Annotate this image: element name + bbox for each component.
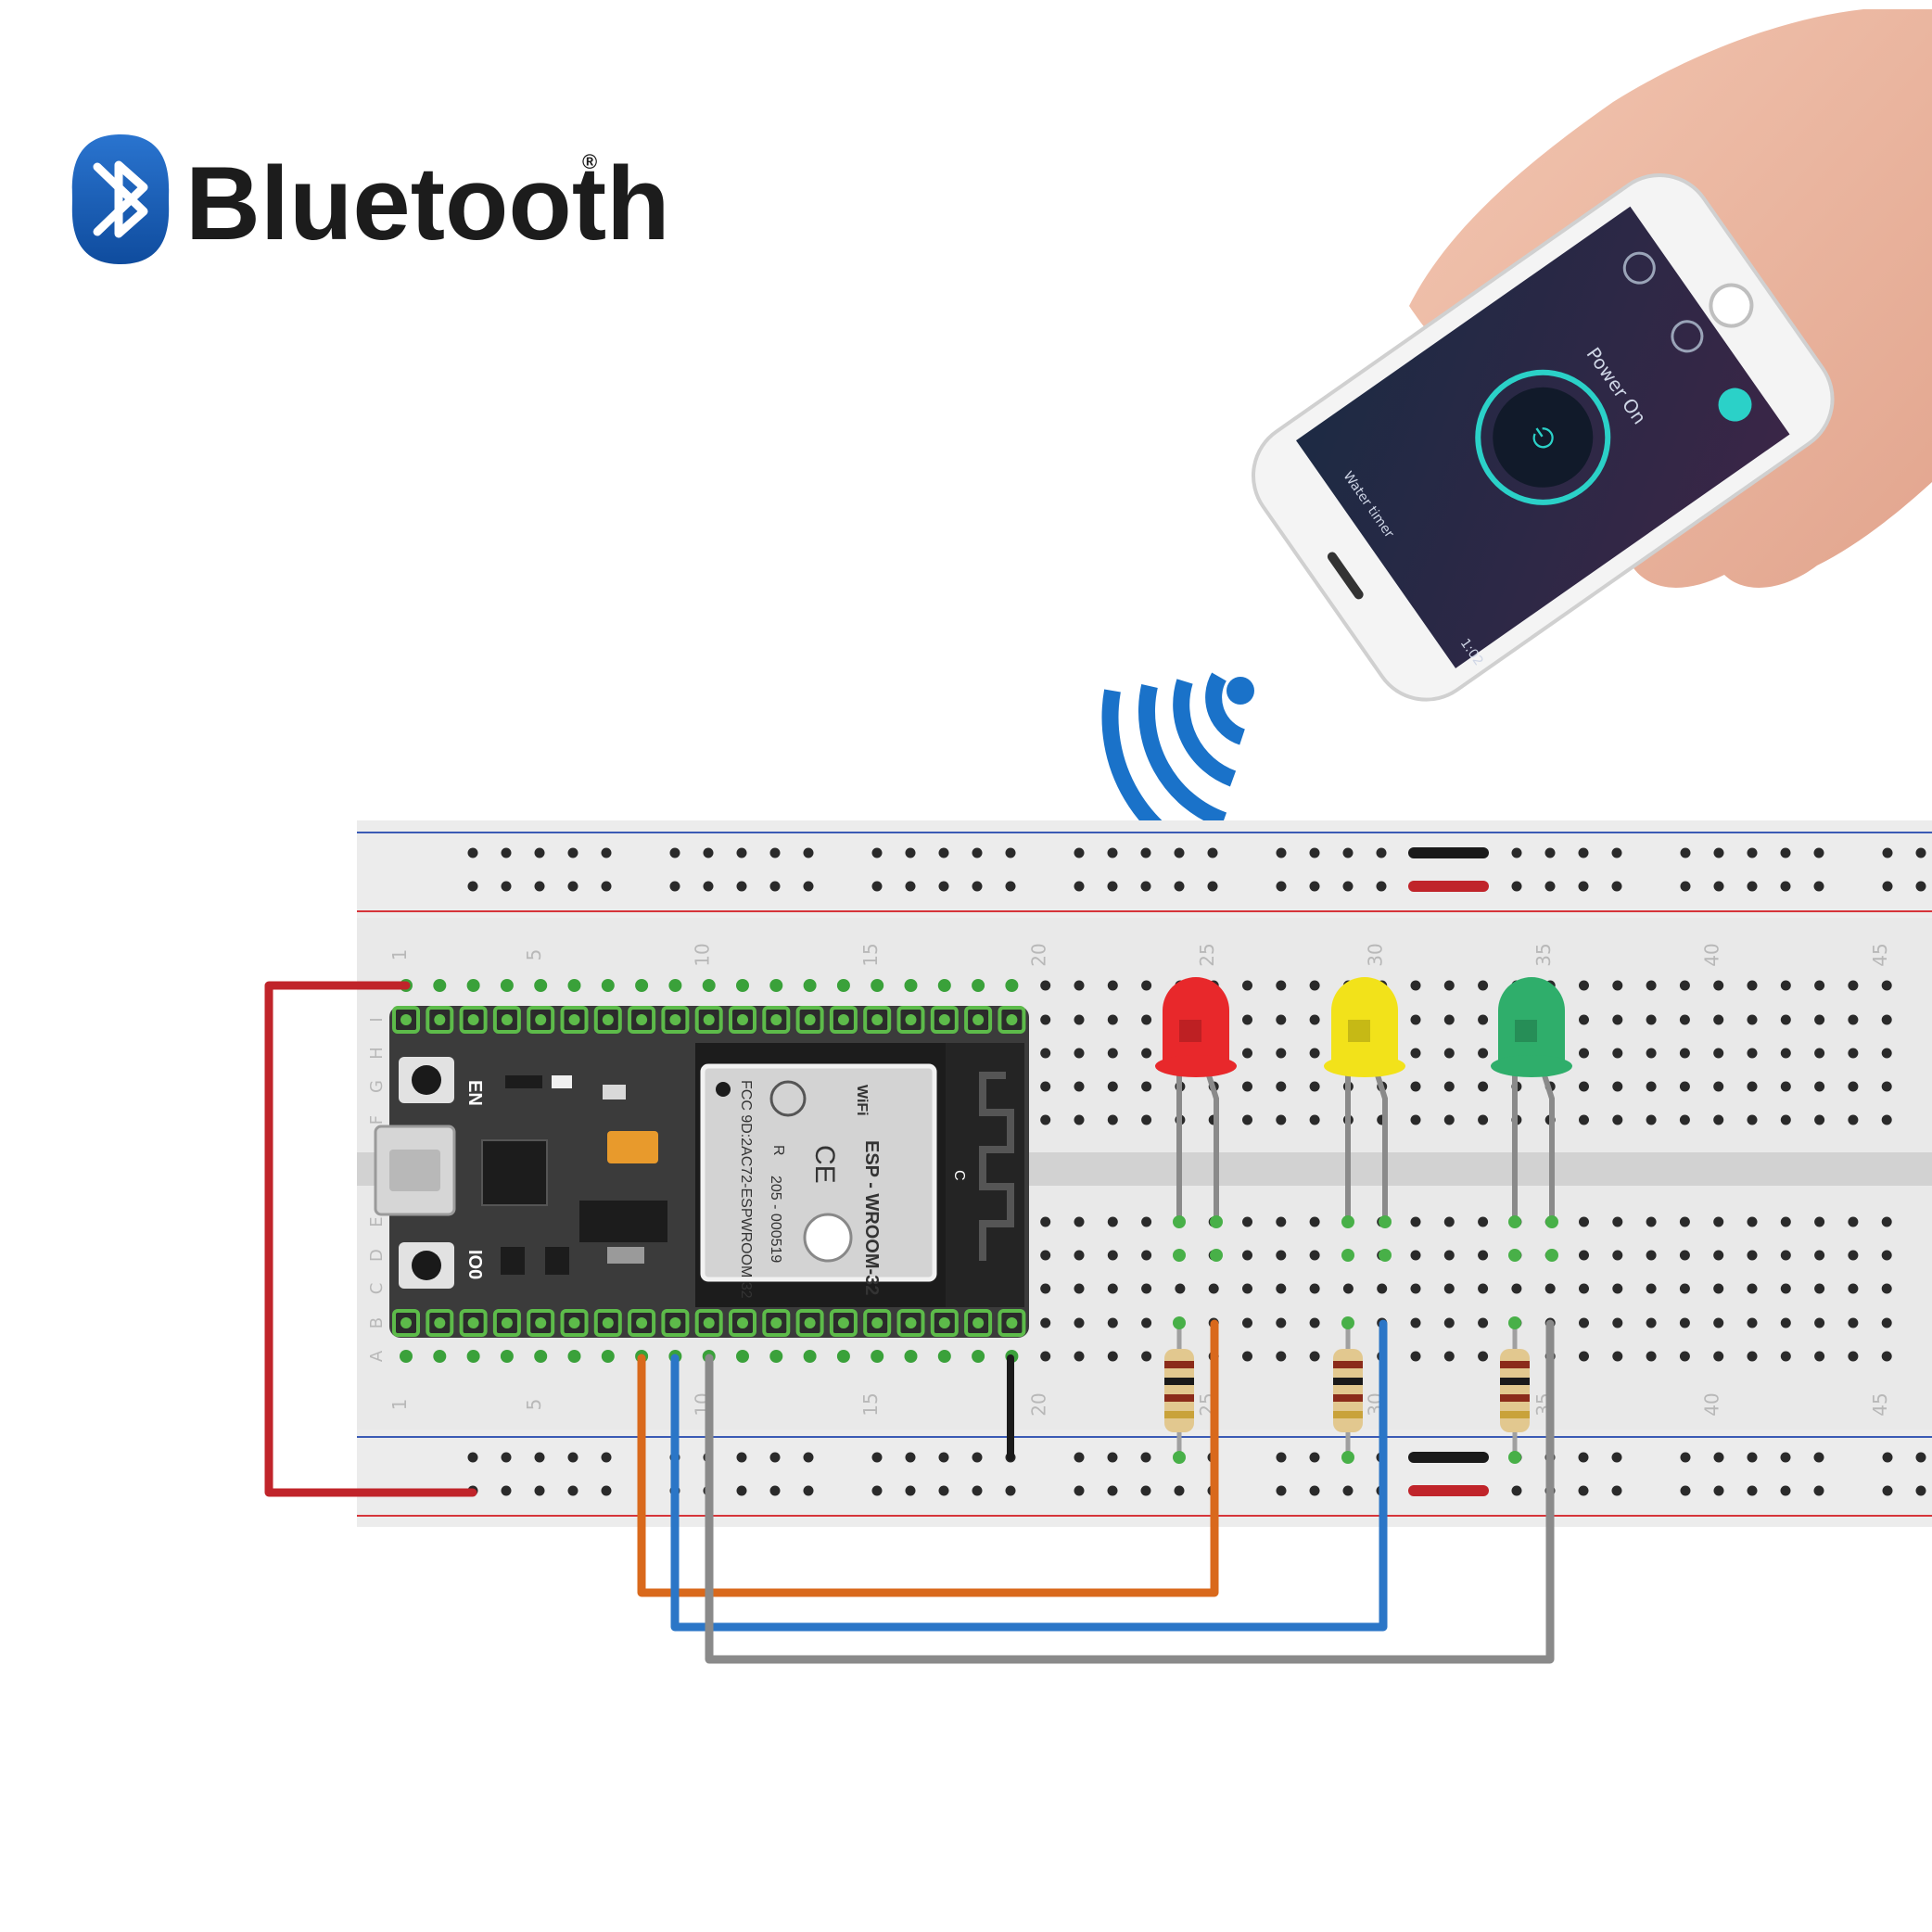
column-number: 1 [388, 949, 411, 961]
power-ring[interactable] [1453, 347, 1633, 527]
fcc-icon [769, 1080, 807, 1117]
column-number: 5 [523, 949, 545, 961]
antenna-label: C [951, 1170, 967, 1181]
en-label: EN [464, 1080, 485, 1106]
esp32-board: EN IO0 C ESP - WROOM-32 FCC 9D:2AC72-ESP… [374, 979, 1029, 1363]
column-number: 40 [1701, 1392, 1723, 1416]
column-number: 40 [1701, 943, 1723, 966]
column-number: 45 [1869, 943, 1891, 966]
column-number: 25 [1196, 943, 1218, 966]
column-number: 35 [1532, 943, 1555, 966]
column-number: 30 [1365, 943, 1387, 966]
column-number: 5 [523, 1399, 545, 1411]
wire-green-led [705, 1319, 1555, 1664]
row-letter: H [367, 1047, 387, 1060]
led-green [1491, 977, 1572, 1262]
led-yellow [1324, 977, 1405, 1262]
bottom-power-rail [357, 1430, 1932, 1527]
row-letter: A [367, 1350, 387, 1362]
column-number: 1 [388, 1399, 411, 1411]
bluetooth-wordmark: Bluetooth [185, 146, 670, 261]
fcc-label: FCC 9D:2AC72-ESPWROOM 32 [738, 1080, 754, 1299]
resistor-green [1500, 1316, 1530, 1464]
ce-mark: CE [809, 1145, 840, 1184]
wire-power [264, 981, 477, 1497]
hand-holding-phone: ⏻ Power On Water timer 1:02 [1251, 9, 1932, 702]
espressif-logo [803, 1213, 853, 1263]
row-letter: D [367, 1249, 387, 1262]
io0-label: IO0 [464, 1250, 485, 1279]
countdown-button[interactable] [1619, 248, 1660, 289]
registered-mark: ® [582, 150, 597, 173]
row-letter: B [367, 1317, 387, 1328]
column-number: 20 [1028, 943, 1050, 966]
timer-button[interactable] [1667, 316, 1709, 358]
column-number: 45 [1869, 1392, 1891, 1416]
column-number: 10 [692, 943, 714, 966]
usb-uart-chip [481, 1139, 548, 1206]
bluetooth-logo: Bluetooth ® [71, 134, 670, 264]
speaker [1327, 552, 1364, 600]
row-letter: E [367, 1216, 387, 1227]
capacitor [607, 1131, 658, 1163]
wroom-label: ESP - WROOM-32 [861, 1140, 882, 1295]
led-red [1155, 977, 1237, 1262]
top-power-rail [357, 820, 1932, 918]
wifi-logo: WiFi [854, 1085, 870, 1116]
wires [264, 847, 1555, 1664]
home-button [1709, 283, 1754, 328]
accent-power-button[interactable] [1711, 381, 1758, 427]
row-letter: C [367, 1283, 387, 1295]
resistor-red [1164, 1316, 1194, 1464]
column-number: 20 [1028, 1392, 1050, 1416]
regulator [579, 1201, 667, 1242]
r-mark: R [770, 1145, 786, 1156]
wire-red-led [637, 1319, 1219, 1597]
row-letter: F [367, 1115, 387, 1125]
wire-yellow-led [670, 1319, 1388, 1632]
column-number: 15 [859, 1392, 882, 1416]
row-letter: G [367, 1080, 387, 1093]
row-letter: I [367, 1017, 387, 1022]
leds [1155, 977, 1572, 1464]
resistor-yellow [1333, 1316, 1363, 1464]
serial-label: 205 - 000519 [768, 1176, 783, 1263]
column-number: 15 [859, 943, 882, 966]
